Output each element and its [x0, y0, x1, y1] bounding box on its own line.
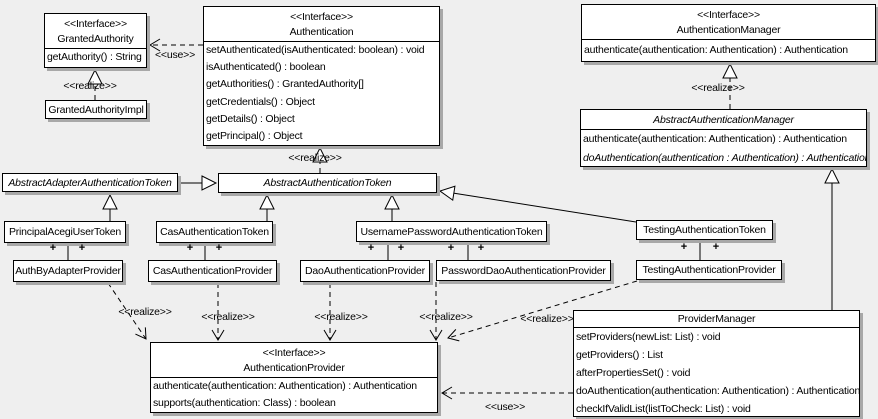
class-authentication-provider[interactable]: <<Interface>> AuthenticationProvider aut… — [150, 342, 438, 413]
association-plus: + — [680, 241, 688, 253]
class-auth-by-adapter-provider[interactable]: AuthByAdapterProvider — [13, 260, 123, 282]
class-name: AuthenticationProvider — [243, 362, 345, 374]
method: afterPropertiesSet() : void — [576, 367, 691, 379]
realize-label: <<realize>> — [520, 313, 574, 325]
method: getAuthorities() : GrantedAuthority[] — [206, 78, 364, 91]
method: getCredentials() : Object — [206, 95, 315, 108]
class-principal-acegi-user-token[interactable]: PrincipalAcegiUserToken — [4, 221, 126, 243]
realize-label: <<realize>> — [201, 311, 255, 323]
method: authenticate(authentication: Authenticat… — [153, 380, 417, 392]
class-name: CasAuthenticationToken — [160, 226, 269, 238]
association-plus: + — [215, 242, 223, 254]
class-name: AbstractAuthenticationManager — [653, 114, 794, 126]
class-name: PrincipalAcegiUserToken — [8, 226, 122, 238]
class-abstract-adapter-authentication-token[interactable]: AbstractAdapterAuthenticationToken — [2, 173, 178, 192]
class-name: GrantedAuthority — [57, 33, 134, 45]
association-plus: + — [712, 241, 720, 253]
class-name: GrantedAuthorityImpl — [48, 103, 144, 116]
class-header: AbstractAuthenticationManager — [581, 110, 866, 129]
use-label: <<use>> — [484, 401, 526, 413]
class-username-password-authentication-token[interactable]: UsernamePasswordAuthenticationToken — [356, 221, 547, 242]
class-name: ProviderManager — [677, 313, 756, 325]
association-plus: + — [397, 242, 405, 254]
class-cas-authentication-token[interactable]: CasAuthenticationToken — [156, 221, 273, 243]
edge-realize-testingauthenticationprovider — [447, 280, 638, 342]
association-plus: + — [367, 242, 375, 254]
realize-label: <<realize>> — [118, 306, 172, 318]
stereotype-label: <<Interface>> — [64, 18, 127, 30]
method: getAuthority() : String — [47, 51, 142, 63]
method: authenticate(authentication: Authenticat… — [583, 133, 847, 145]
method: supports(authentication: Class) : boolea… — [153, 397, 336, 410]
class-testing-authentication-token[interactable]: TestingAuthenticationToken — [636, 220, 773, 240]
class-provider-manager[interactable]: ProviderManager setProviders(newList: Li… — [573, 310, 860, 417]
class-header: <<Interface>> AuthenticationManager — [582, 5, 875, 39]
class-name: Authentication — [289, 26, 354, 38]
association-plus: + — [49, 242, 57, 254]
class-name: AuthByAdapterProvider — [15, 265, 121, 277]
method: authenticate(authentication: Authenticat… — [584, 44, 848, 56]
class-password-dao-authentication-provider[interactable]: PasswordDaoAuthenticationProvider — [436, 260, 611, 281]
class-name: DaoAuthenticationProvider — [305, 265, 425, 277]
method: setAuthenticated(isAuthenticated: boolea… — [206, 44, 425, 56]
edge-realize-authbyadapterprovider — [107, 282, 147, 340]
methods-compartment: authenticate(authentication: Authenticat… — [151, 377, 437, 412]
class-name: TestingAuthenticationToken — [643, 224, 766, 236]
methods-compartment: setAuthenticated(isAuthenticated: boolea… — [204, 41, 439, 145]
method: isAuthenticated() : boolean — [206, 61, 326, 74]
association-plus: + — [447, 242, 455, 254]
method: getDetails() : Object — [206, 112, 295, 125]
stereotype-label: <<Interface>> — [697, 9, 760, 21]
class-authentication[interactable]: <<Interface>> Authentication setAuthenti… — [203, 6, 440, 146]
class-dao-authentication-provider[interactable]: DaoAuthenticationProvider — [300, 260, 430, 282]
class-header: <<Interface>> AuthenticationProvider — [151, 343, 437, 377]
realize-label: <<realize>> — [314, 311, 368, 323]
class-authentication-manager[interactable]: <<Interface>> AuthenticationManager auth… — [581, 4, 876, 62]
class-header: <<Interface>> GrantedAuthority — [45, 14, 146, 48]
method: getProviders() : List — [576, 349, 663, 361]
class-name: TestingAuthenticationProvider — [642, 264, 776, 276]
class-name: AbstractAuthenticationToken — [263, 177, 392, 189]
class-granted-authority-impl[interactable]: GrantedAuthorityImpl — [45, 100, 147, 119]
method: doAuthentication(authentication: Authent… — [576, 385, 859, 397]
class-testing-authentication-provider[interactable]: TestingAuthenticationProvider — [636, 260, 782, 280]
class-header: ProviderManager — [574, 311, 859, 327]
methods-compartment: getAuthority() : String — [45, 48, 146, 66]
class-abstract-authentication-token[interactable]: AbstractAuthenticationToken — [218, 173, 437, 193]
method: checkIfValidList(listToCheck: List) : vo… — [576, 403, 751, 415]
class-name: PasswordDaoAuthenticationProvider — [441, 264, 606, 277]
class-name: CasAuthenticationProvider — [152, 265, 273, 277]
method: setProviders(newList: List) : void — [576, 331, 721, 343]
edge-generalization-testingauthenticationtoken — [438, 185, 637, 223]
class-name: AuthenticationManager — [676, 24, 781, 36]
class-header: <<Interface>> Authentication — [204, 7, 439, 41]
use-label: <<use>> — [154, 49, 196, 61]
realize-label: <<realize>> — [63, 80, 117, 92]
method: getPrincipal() : Object — [206, 129, 303, 142]
stereotype-label: <<Interface>> — [290, 11, 353, 23]
methods-compartment: authenticate(authentication: Authenticat… — [581, 129, 866, 166]
methods-compartment: setProviders(newList: List) : void getPr… — [574, 327, 859, 416]
association-plus: + — [477, 242, 485, 254]
class-name: AbstractAdapterAuthenticationToken — [8, 176, 172, 189]
class-granted-authority[interactable]: <<Interface>> GrantedAuthority getAuthor… — [44, 13, 147, 68]
realize-label: <<realize>> — [691, 82, 745, 94]
class-abstract-authentication-manager[interactable]: AbstractAuthenticationManager authentica… — [580, 109, 867, 167]
stereotype-label: <<Interface>> — [262, 347, 326, 359]
association-plus: + — [186, 242, 194, 254]
realize-label: <<realize>> — [419, 311, 473, 323]
class-cas-authentication-provider[interactable]: CasAuthenticationProvider — [148, 260, 277, 282]
realize-label: <<realize>> — [288, 152, 342, 164]
methods-compartment: authenticate(authentication: Authenticat… — [582, 39, 875, 60]
class-name: UsernamePasswordAuthenticationToken — [360, 225, 543, 238]
association-plus: + — [78, 242, 86, 254]
method-abstract: doAuthentication(authentication : Authen… — [583, 152, 866, 164]
